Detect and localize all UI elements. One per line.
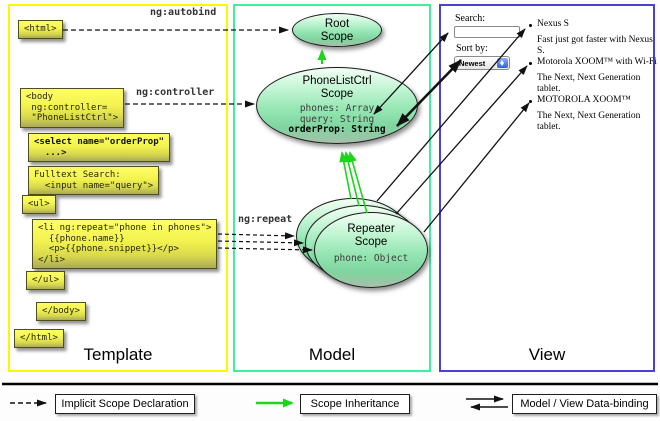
phone-item-snippet: The Next, Next Generation tablet. (537, 111, 641, 132)
repeater-scope-prop: phone: Object (333, 253, 409, 264)
search-label: Search: (455, 13, 485, 24)
phonelistctrl-prop-query: query: String (299, 113, 375, 125)
sort-select-value: Newest (459, 59, 486, 68)
code-select: <select name="orderProp" ...> (28, 133, 171, 162)
bullet-icon (529, 100, 532, 103)
phone-item-name: Motorola XOOM™ with Wi-Fi (537, 57, 657, 67)
phone-item-name: MOTOROLA XOOM™ (537, 95, 631, 105)
model-panel: Model (233, 4, 431, 372)
root-scope-ellipse: Root Scope (292, 13, 382, 47)
root-scope-title: Root Scope (320, 18, 354, 43)
code-fulltext-search: Fulltext Search: <input name="query"> (28, 166, 160, 195)
legend-scope-inheritance: Scope Inheritance (300, 394, 410, 414)
view-panel-label: View (528, 345, 566, 364)
phonelistctrl-scope-ellipse: PhoneListCtrl Scope phones: Array query:… (256, 67, 418, 144)
code-html-open: <html> (18, 20, 63, 39)
bullet-icon (529, 24, 532, 27)
code-ul-open: <ul> (22, 195, 56, 214)
code-ul-close: </ul> (26, 271, 66, 290)
sort-by-label: Sort by: (456, 43, 488, 54)
label-ng-autobind: ng:autobind (150, 7, 217, 18)
bullet-icon (529, 62, 532, 65)
repeater-scope-ellipse-front: Repeater Scope phone: Object (314, 212, 428, 288)
repeater-scope-title: Repeater Scope (347, 223, 395, 248)
label-ng-repeat: ng:repeat (238, 214, 293, 225)
label-ng-controller: ng:controller (136, 87, 215, 98)
phone-item-name: Nexus S (537, 19, 569, 29)
search-input[interactable] (454, 26, 520, 38)
phonelistctrl-scope-title: PhoneListCtrl Scope (302, 75, 372, 100)
model-panel-label: Model (308, 345, 356, 364)
code-body-close: </body> (36, 302, 86, 321)
legend-implicit-scope: Implicit Scope Declaration (55, 394, 195, 414)
sort-select[interactable]: Newest (454, 56, 510, 70)
phonelistctrl-prop-orderprop: orderProp: String (288, 124, 386, 135)
code-html-close: </html> (14, 329, 64, 348)
template-panel-label: Template (83, 345, 153, 364)
code-li-repeat: <li ng:repeat="phone in phones"> {{phone… (32, 219, 218, 269)
select-stepper-icon (497, 58, 508, 68)
phone-item-snippet: The Next, Next Generation tablet. (537, 73, 641, 94)
legend-data-binding: Model / View Data-binding (512, 394, 657, 414)
code-body-open: <body ng:controller= "PhoneListCtrl"> (20, 88, 125, 128)
phone-item-snippet: Fast just got faster with Nexus S. (537, 35, 653, 56)
phonelistctrl-prop-phones: phones: Array (299, 103, 375, 114)
